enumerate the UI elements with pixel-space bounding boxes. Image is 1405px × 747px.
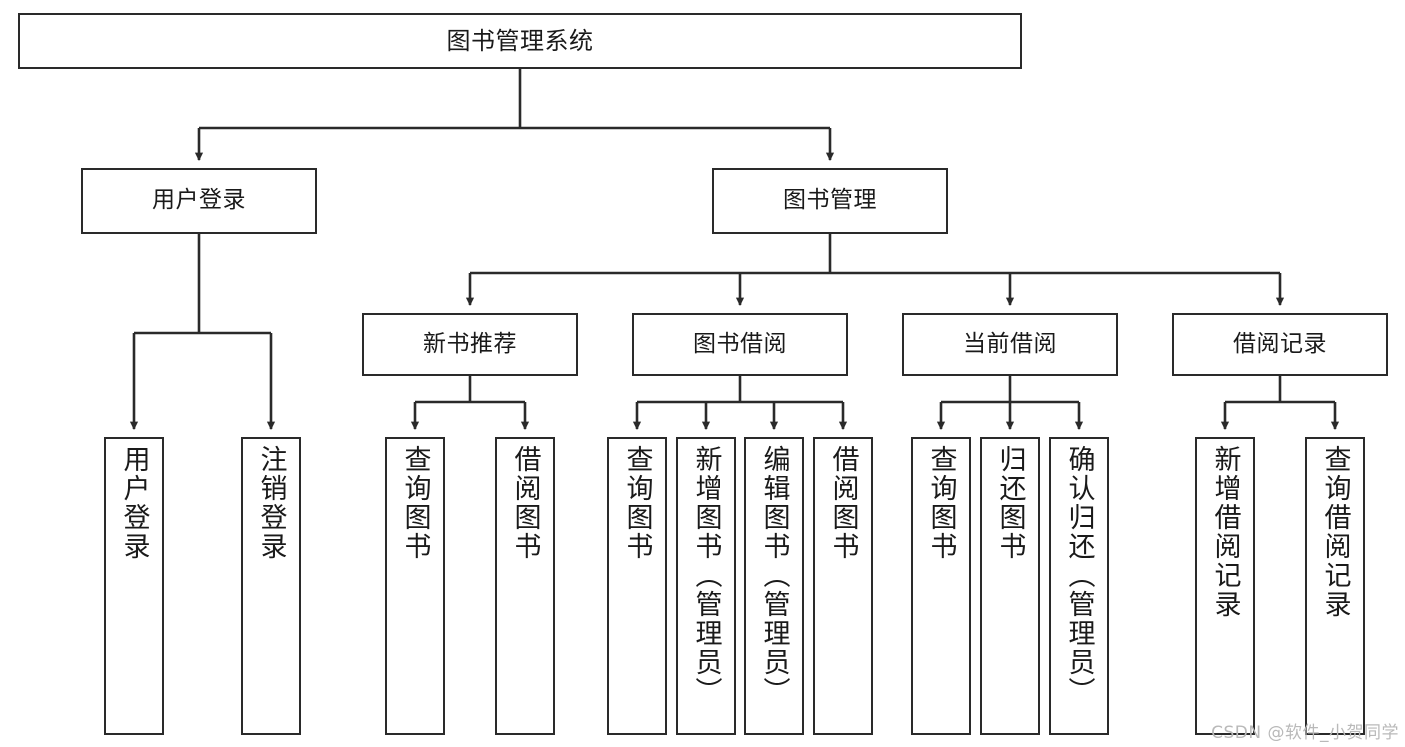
leaf-return-book[interactable]: 归还图书 — [980, 437, 1040, 735]
leaf-logout-login[interactable]: 注销登录 — [241, 437, 301, 735]
node-label: 注销登录 — [255, 445, 287, 561]
node-book-borrow[interactable]: 图书借阅 — [632, 313, 848, 376]
node-label: 借阅图书 — [827, 445, 859, 561]
node-label: 查询图书 — [925, 445, 957, 561]
node-label: 编辑图书（管理员） — [758, 445, 790, 706]
node-label: 借阅图书 — [509, 445, 541, 561]
leaf-borrow-book-1[interactable]: 借阅图书 — [495, 437, 555, 735]
node-label: 查询图书 — [621, 445, 653, 561]
node-label: 当前借阅 — [963, 330, 1057, 357]
node-label: 借阅记录 — [1233, 330, 1327, 357]
node-new-book-recommend[interactable]: 新书推荐 — [362, 313, 578, 376]
node-label: 用户登录 — [152, 187, 246, 214]
node-label: 图书管理 — [783, 187, 877, 214]
node-book-management[interactable]: 图书管理 — [712, 168, 948, 234]
node-label: 新增图书（管理员） — [690, 445, 722, 706]
leaf-user-login[interactable]: 用户登录 — [104, 437, 164, 735]
node-root-system[interactable]: 图书管理系统 — [18, 13, 1022, 69]
leaf-add-book[interactable]: 新增图书（管理员） — [676, 437, 736, 735]
node-label: 用户登录 — [118, 445, 150, 561]
leaf-add-borrow-record[interactable]: 新增借阅记录 — [1195, 437, 1255, 735]
node-label: 图书管理系统 — [446, 26, 594, 55]
leaf-confirm-return[interactable]: 确认归还（管理员） — [1049, 437, 1109, 735]
leaf-query-borrow-record[interactable]: 查询借阅记录 — [1305, 437, 1365, 735]
node-label: 归还图书 — [994, 445, 1026, 561]
node-borrow-record[interactable]: 借阅记录 — [1172, 313, 1388, 376]
node-label: 查询借阅记录 — [1319, 445, 1351, 619]
node-user-login[interactable]: 用户登录 — [81, 168, 317, 234]
node-label: 确认归还（管理员） — [1063, 445, 1095, 706]
leaf-borrow-book-2[interactable]: 借阅图书 — [813, 437, 873, 735]
node-label: 新书推荐 — [423, 330, 517, 357]
leaf-query-book-1[interactable]: 查询图书 — [385, 437, 445, 735]
leaf-query-book-2[interactable]: 查询图书 — [607, 437, 667, 735]
node-label: 查询图书 — [399, 445, 431, 561]
node-label: 新增借阅记录 — [1209, 445, 1241, 619]
leaf-edit-book[interactable]: 编辑图书（管理员） — [744, 437, 804, 735]
node-current-borrow[interactable]: 当前借阅 — [902, 313, 1118, 376]
leaf-query-book-3[interactable]: 查询图书 — [911, 437, 971, 735]
node-label: 图书借阅 — [693, 330, 787, 357]
